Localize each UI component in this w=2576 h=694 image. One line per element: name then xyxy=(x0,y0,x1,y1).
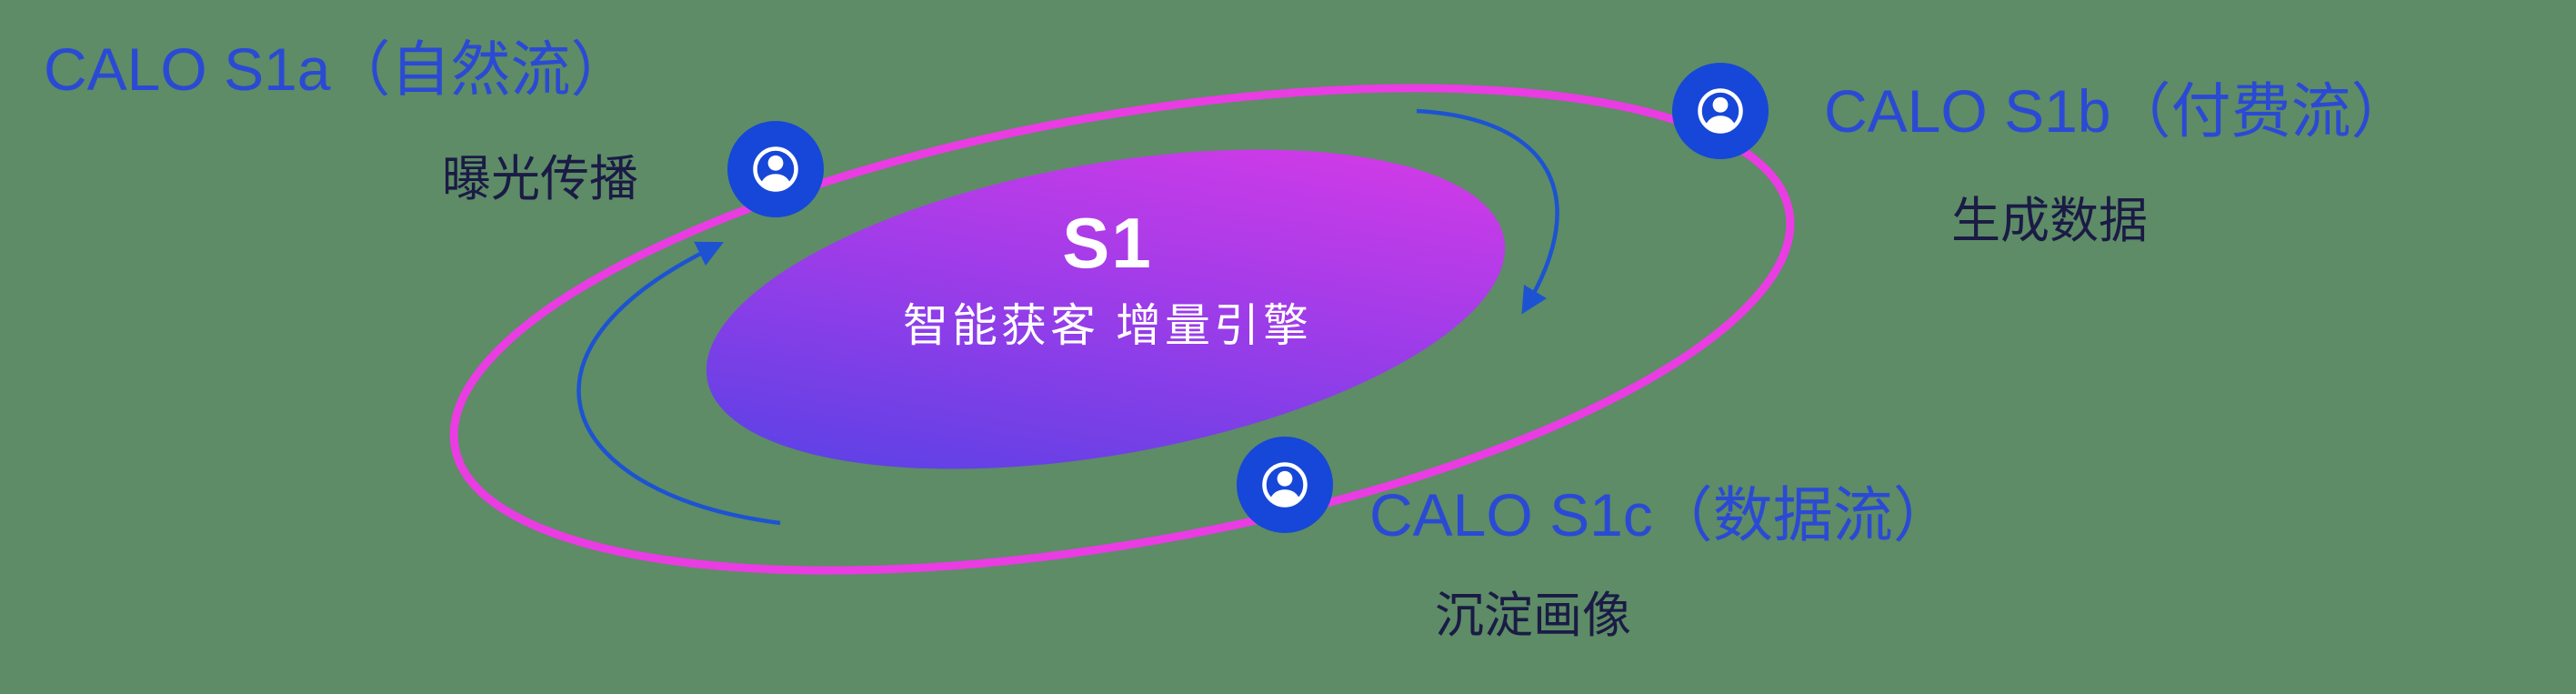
node-s1b xyxy=(1672,63,1769,159)
label-s1b-subtitle: 生成数据 xyxy=(1951,194,2148,248)
label-s1c-title: CALO S1c（数据流） xyxy=(1369,481,1953,548)
core-title: S1 xyxy=(1062,203,1153,283)
core-subtitle: 智能获客 增量引擎 xyxy=(903,300,1312,351)
node-s1c xyxy=(1237,437,1333,533)
core-ellipse xyxy=(706,149,1506,469)
label-s1a-subtitle: 曝光传播 xyxy=(442,152,638,206)
label-s1b-title: CALO S1b（付费流） xyxy=(1824,77,2411,145)
person-icon xyxy=(753,146,798,192)
label-s1a-title: CALO S1a（自然流） xyxy=(44,35,631,103)
person-icon xyxy=(1698,88,1743,134)
person-icon xyxy=(1262,462,1308,508)
flow-arrow-right xyxy=(1416,108,1559,315)
orbit-ring xyxy=(449,84,1795,575)
label-s1c-subtitle: 沉淀画像 xyxy=(1435,588,1631,643)
node-s1a xyxy=(727,121,824,217)
flow-arrow-left xyxy=(576,241,781,526)
